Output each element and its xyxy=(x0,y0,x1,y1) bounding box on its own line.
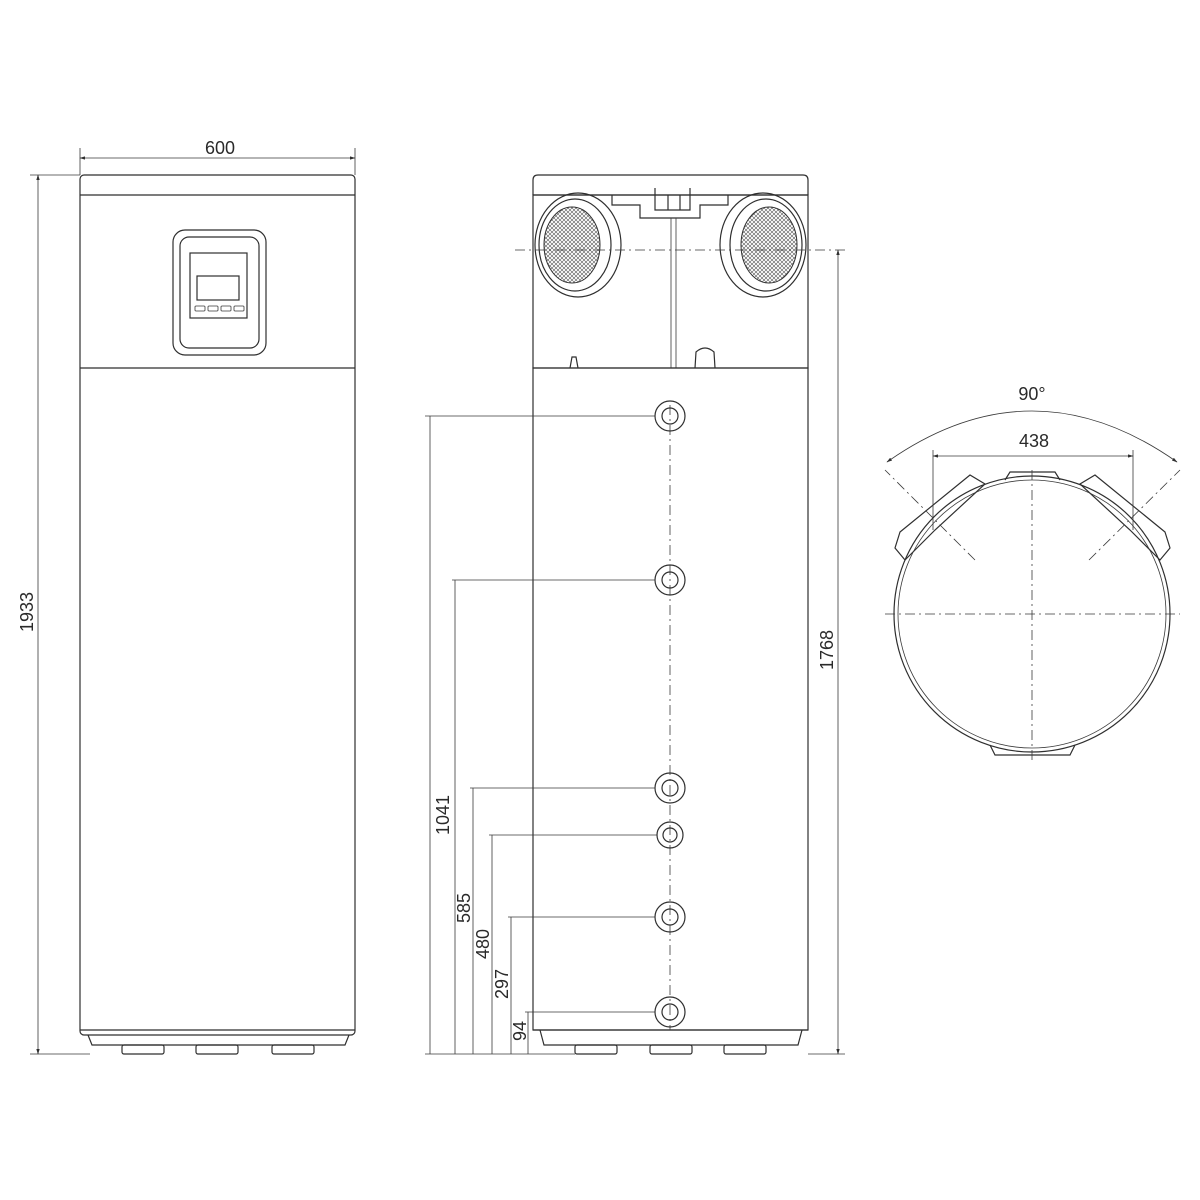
panel-button xyxy=(233,305,245,312)
front-view: 600 1933 xyxy=(17,138,356,1055)
connection-dimension-94: 94 xyxy=(510,1021,530,1041)
left-air-duct xyxy=(534,192,622,298)
control-panel xyxy=(172,229,267,356)
side-feet xyxy=(539,1029,803,1055)
connection-dimension-297: 297 xyxy=(492,969,512,999)
angle-dimension: 90° xyxy=(1018,384,1045,404)
top-view: 90° 438 xyxy=(884,384,1181,760)
panel-button xyxy=(207,305,219,312)
panel-button xyxy=(220,305,232,312)
distance-dimension: 438 xyxy=(1019,431,1049,451)
front-cabinet xyxy=(79,174,356,1036)
right-duct-stub xyxy=(1079,474,1171,561)
right-air-duct xyxy=(719,192,807,298)
front-width-dimension: 600 xyxy=(205,138,235,158)
side-height-dimension: 1768 xyxy=(817,630,837,670)
front-feet xyxy=(87,1034,350,1055)
left-duct-stub xyxy=(894,474,986,561)
front-height-dimension: 1933 xyxy=(17,592,37,632)
panel-button xyxy=(194,305,206,312)
connection-dimension-585: 585 xyxy=(454,893,474,923)
connection-dimension-1041: 1041 xyxy=(433,795,453,835)
connection-dimension-480: 480 xyxy=(473,929,493,959)
connection-dimensions xyxy=(425,415,657,1055)
side-tank-body xyxy=(532,367,809,1031)
side-view: 1041 585 480 297 94 1768 xyxy=(425,174,845,1055)
display-screen xyxy=(196,275,240,301)
